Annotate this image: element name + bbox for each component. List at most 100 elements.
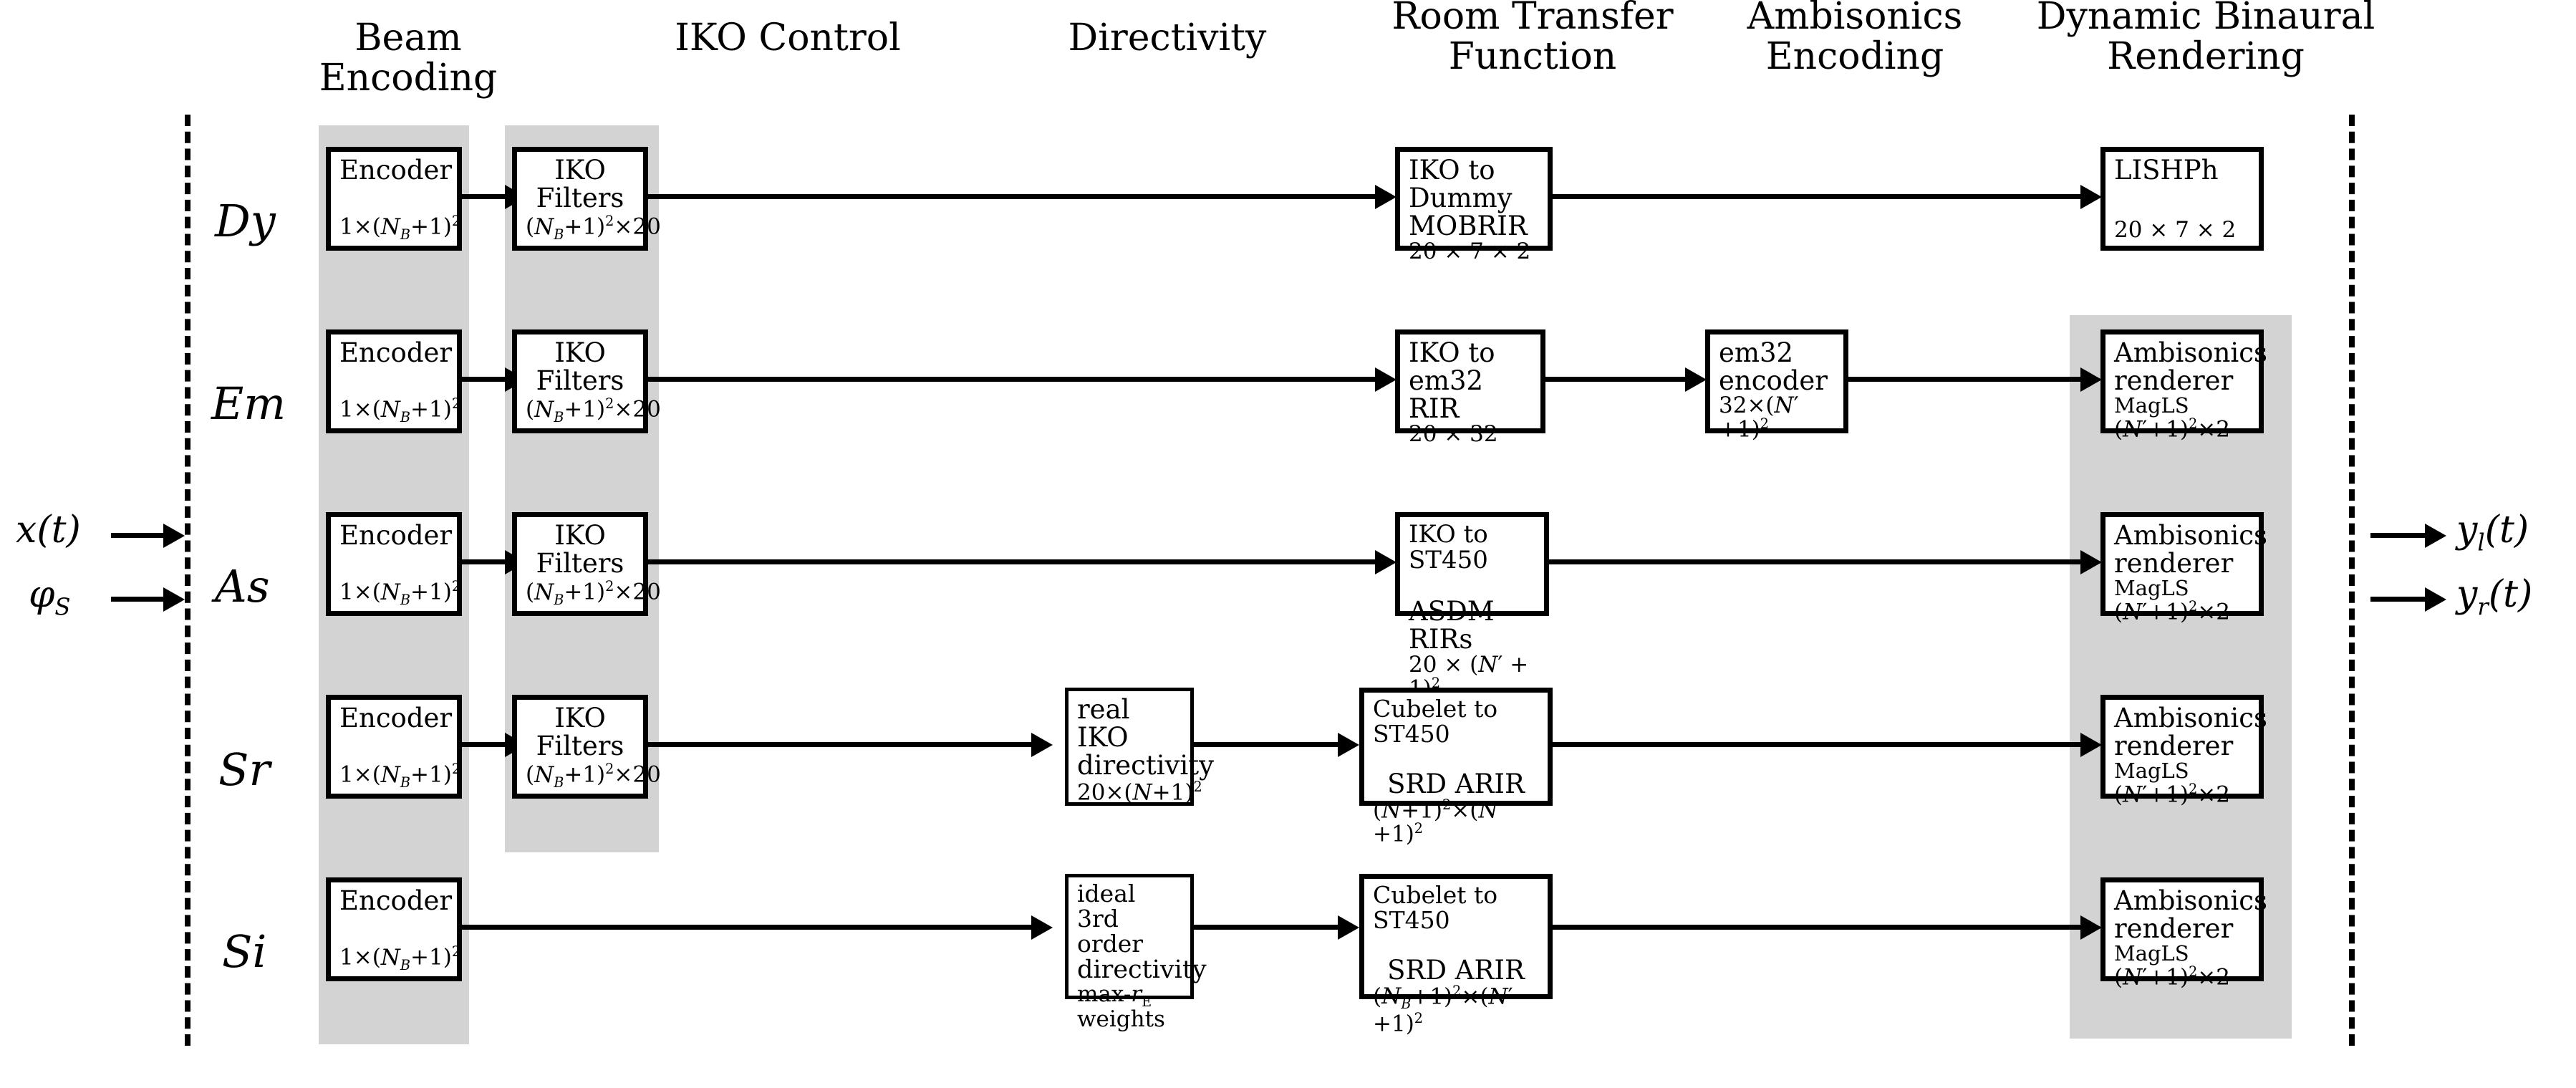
box-title-2: SRD ARIR (1387, 954, 1525, 986)
box-dimension: (NB+1)2×20 (526, 761, 661, 791)
box-rtf-dy[interactable]: IKO to Dummy MOBRIR 20 × 7 × 2 (1395, 147, 1553, 262)
connector-si-encoder-to-directivity (462, 925, 1046, 930)
output-label-y-r: yr(t) (2456, 573, 2533, 621)
box-title: Encoder (339, 520, 453, 551)
box-title-2: renderer (2114, 913, 2234, 945)
arrowhead-em-rtf-to-ambienc (1685, 367, 1707, 392)
box-binaural-em[interactable]: Ambisonics renderer MagLS (N′+1)2×2 (2100, 329, 2267, 441)
box-title: Encoder (339, 155, 453, 186)
column-header-ambisonics-encoding: Ambisonics Encoding (1747, 0, 1963, 79)
box-title: IKO to ST450 (1409, 520, 1488, 575)
box-rtf-as[interactable]: IKO to ST450 ASDM RIRs 20 × (N′ + 1)2 (1395, 512, 1549, 699)
row-label-dy: Dy (215, 195, 276, 247)
output-line-y-r (2370, 597, 2426, 602)
box-dimension: 20×(N+1)2 (1077, 778, 1202, 805)
arrowhead-em-filters-to-rtf (1375, 367, 1396, 392)
output-arrowhead-y-r (2425, 587, 2446, 612)
box-title: Encoder (339, 885, 453, 916)
arrowhead-dy-rtf-to-binaural (2080, 185, 2102, 209)
box-rtf-si[interactable]: Cubelet to ST450 SRD ARIR (NB+1)2×(N′+1)… (1359, 874, 1553, 1035)
box-title: LISHPh (2114, 155, 2219, 186)
column-header-directivity: Directivity (1068, 16, 1267, 59)
connector-as-filters-to-rtf (648, 559, 1389, 564)
box-subtitle: MagLS (2114, 576, 2189, 601)
boundary-left-dashed-line (185, 115, 190, 1046)
box-title-2: encoder (1719, 365, 1828, 397)
box-title-2: RIR (1409, 393, 1460, 425)
output-line-y-l (2370, 533, 2426, 538)
connector-em-rtf-to-ambienc (1545, 377, 1699, 382)
box-encoder-em[interactable]: Encoder 1×(NB+1)2 (326, 329, 462, 433)
arrowhead-em-ambienc-to-binaural (2080, 367, 2102, 392)
box-binaural-si[interactable]: Ambisonics renderer MagLS (N′+1)2×2 (2100, 877, 2267, 988)
arrowhead-as-rtf-to-binaural (2080, 550, 2102, 574)
box-title: IKO Filters (536, 520, 624, 579)
connector-sr-encoder-to-filters (462, 742, 519, 747)
box-title: IKO Filters (536, 703, 624, 762)
box-directivity-si[interactable]: ideal 3rd order directivity max-rE weigh… (1065, 874, 1207, 1031)
box-dimension: (NB+1)2×20 (526, 395, 661, 425)
box-title-2: directivity (1077, 955, 1207, 984)
box-dimension: (N+1)2×(N′+1)2 (1373, 796, 1503, 847)
box-dimension: (NB+1)2×(N′+1)2 (1373, 983, 1513, 1037)
box-rtf-sr[interactable]: Cubelet to ST450 SRD ARIR (N+1)2×(N′+1)2 (1359, 688, 1553, 845)
column-header-dynamic-binaural-rendering: Dynamic Binaural Rendering (2036, 0, 2375, 79)
box-dimension: 20 × 7 × 2 (2114, 217, 2237, 243)
box-iko-filters-dy[interactable]: IKO Filters (NB+1)2×20 (512, 147, 661, 251)
box-title: IKO to Dummy (1409, 155, 1513, 214)
row-label-em: Em (211, 377, 286, 430)
box-iko-filters-em[interactable]: IKO Filters (NB+1)2×20 (512, 329, 661, 433)
arrowhead-si-rtf-to-binaural (2080, 915, 2102, 940)
box-title-2: renderer (2114, 548, 2234, 579)
input-label-phi-s: φS (29, 573, 71, 621)
box-dimension: 1×(NB+1)2 (339, 578, 461, 608)
arrowhead-sr-directivity-to-rtf (1338, 733, 1359, 757)
box-title-2: MOBRIR (1409, 211, 1528, 242)
arrowhead-si-directivity-to-rtf (1338, 915, 1359, 940)
connector-em-filters-to-rtf (648, 377, 1389, 382)
box-iko-filters-as[interactable]: IKO Filters (NB+1)2×20 (512, 512, 661, 616)
connector-em-encoder-to-filters (462, 377, 519, 382)
box-directivity-sr[interactable]: real IKO directivity 20×(N+1)2 (1065, 688, 1215, 806)
box-binaural-sr[interactable]: Ambisonics renderer MagLS (N′+1)2×2 (2100, 695, 2267, 806)
box-dimension: (N′+1)2×2 (2114, 780, 2230, 808)
column-header-room-transfer-function: Room Transfer Function (1391, 0, 1674, 79)
input-line-phi-s (111, 597, 165, 602)
box-iko-filters-sr[interactable]: IKO Filters (NB+1)2×20 (512, 695, 661, 799)
box-binaural-as[interactable]: Ambisonics renderer MagLS (N′+1)2×2 (2100, 512, 2267, 623)
connector-sr-filters-to-directivity (648, 742, 1046, 747)
box-subtitle: max-rE weights (1077, 981, 1165, 1033)
input-line-x-t (111, 533, 165, 538)
box-rtf-em[interactable]: IKO to em32 RIR 20 × 32 (1395, 329, 1545, 445)
box-dimension: 1×(NB+1)2 (339, 943, 461, 973)
connector-si-directivity-to-rtf (1194, 925, 1351, 930)
box-subtitle: MagLS (2114, 759, 2189, 784)
box-title: Cubelet to ST450 (1373, 695, 1498, 748)
box-title-2: renderer (2114, 731, 2234, 762)
box-encoder-sr[interactable]: Encoder 1×(NB+1)2 (326, 695, 462, 799)
connector-si-rtf-to-binaural (1553, 925, 2095, 930)
box-encoder-dy[interactable]: Encoder 1×(NB+1)2 (326, 147, 462, 251)
box-title: Ambisonics (2114, 703, 2267, 733)
box-title: Encoder (339, 703, 453, 733)
connector-as-encoder-to-filters (462, 559, 519, 564)
box-title: Ambisonics (2114, 337, 2267, 368)
connector-sr-rtf-to-binaural (1553, 742, 2095, 747)
box-encoder-as[interactable]: Encoder 1×(NB+1)2 (326, 512, 462, 616)
arrowhead-as-filters-to-rtf (1375, 550, 1396, 574)
box-title: real IKO (1077, 694, 1130, 754)
connector-as-rtf-to-binaural (1549, 559, 2095, 564)
box-encoder-si[interactable]: Encoder 1×(NB+1)2 (326, 877, 462, 981)
boundary-right-dashed-line (2349, 115, 2355, 1046)
box-dimension: 20 × 7 × 2 (1409, 238, 1531, 264)
box-title: Ambisonics (2114, 520, 2267, 551)
connector-sr-directivity-to-rtf (1194, 742, 1351, 747)
row-label-sr: Sr (218, 743, 271, 796)
box-dimension: (NB+1)2×20 (526, 578, 661, 608)
box-title: IKO to em32 (1409, 337, 1495, 397)
box-ambisonics-encoder-em[interactable]: em32 encoder 32×(N′+1)2 (1705, 329, 1848, 441)
connector-em-ambienc-to-binaural (1848, 377, 2095, 382)
box-binaural-dy[interactable]: LISHPh 20 × 7 × 2 (2100, 147, 2264, 251)
box-title-2: directivity (1077, 750, 1215, 781)
